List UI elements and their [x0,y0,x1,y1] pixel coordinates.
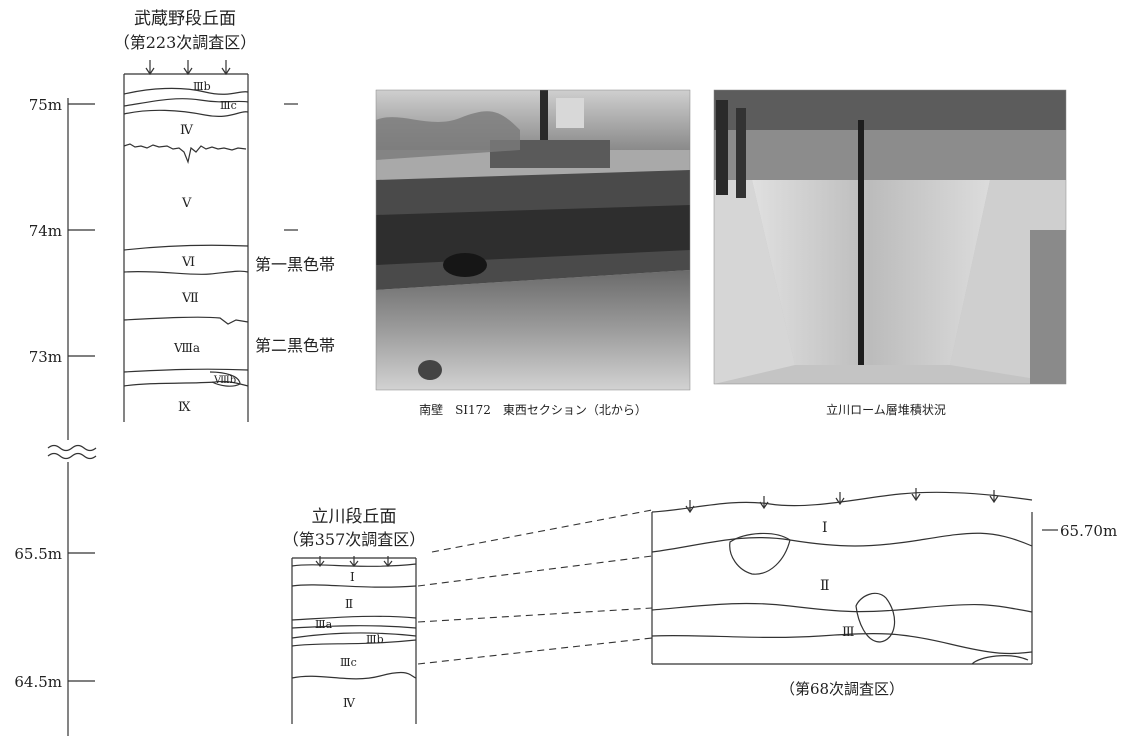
section-68-boundary-1 [651,532,1033,553]
section-68-boundary-3 [651,633,1033,655]
musashino-subtitle: （第223次調査区） [114,33,257,52]
t-boundary-IIIa-top [291,615,417,621]
layer-IX: Ⅸ [178,400,191,415]
arrow-s3 [835,492,845,506]
t-boundary-IIIb [291,632,417,639]
t-layer-IIIa: Ⅲa [315,618,333,631]
t-layer-IIIb: Ⅲb [366,633,384,646]
layer-IIIc: Ⅲc [220,99,237,112]
correlation-line-III [417,637,653,665]
layer-V: Ⅴ [181,196,192,211]
boundary-VII [123,316,249,325]
section-68-layer-III: Ⅲ [842,625,855,640]
black-band-1-label: 第一黒色帯 [255,255,335,274]
t-layer-IV: Ⅳ [343,696,356,710]
section-68-lens-2 [855,592,896,643]
photo-south-wall [375,89,691,391]
elevation-65-70-label: 65.70m [1060,522,1117,540]
section-68-layer-II: Ⅱ [820,578,830,594]
section-68-lens-1 [729,532,791,575]
tick-label-73m: 73m [29,348,62,366]
arrow-3 [221,60,231,76]
t-layer-II: Ⅱ [345,597,353,611]
correlation-line-title [431,509,653,553]
tick-label-75m: 75m [29,96,62,114]
musashino-column: 武蔵野段丘面 （第223次調査区） Ⅲb Ⅲc Ⅳ Ⅴ Ⅵ Ⅶ Ⅷa Ⅷb Ⅸ … [114,9,335,422]
t-layer-IIIc: Ⅲc [340,656,357,669]
section-68-surface [651,491,1033,513]
arrow-s1 [685,500,695,514]
boundary-IV [123,143,247,165]
section-68-caption: （第68次調査区） [780,680,904,698]
photo-2-caption: 立川ローム層堆積状況 [826,402,946,417]
arrow-2 [183,60,193,76]
tick-label-65-5m: 65.5m [14,545,62,563]
t-layer-I: Ⅰ [350,570,355,584]
tick-label-64-5m: 64.5m [14,673,62,691]
boundary-VIIIb [123,380,249,387]
boundary-VIIIa [123,368,249,373]
t-boundary-IIIc [291,639,417,647]
t-boundary-II [291,584,417,588]
boundary-IIIc [123,98,249,107]
layer-VI: Ⅵ [181,255,195,270]
arrow-1 [145,60,155,76]
section-68-lens-3 [971,655,1029,665]
layer-VIIIb: Ⅷb [213,375,236,386]
t-boundary-I [291,563,417,567]
musashino-title: 武蔵野段丘面 [134,9,236,29]
layer-VII: Ⅶ [181,291,199,306]
arrow-s2 [759,496,769,510]
layer-IIIb: Ⅲb [193,80,211,93]
section-68-boundary-2 [651,602,1033,613]
arrow-s4 [911,488,921,502]
t-boundary-IIIa-bottom [291,625,417,629]
tachikawa-subtitle: （第357次調査区） [283,530,426,549]
section-68-layer-I: Ⅰ [822,520,828,536]
layer-IV: Ⅳ [180,123,194,138]
photo-loam-deposit [713,89,1067,385]
boundary-VI-top [123,244,249,251]
axis-break-mark [47,444,97,460]
correlation-line-II [417,607,653,623]
boundary-IIIc-lower [123,109,249,117]
arrow-s5 [989,490,999,504]
tick-label-74m: 74m [29,222,62,240]
elevation-axis: 75m 74m 73m 65.5m 64.5m [14,96,97,736]
correlation-line-I [417,555,653,587]
tachikawa-column: 立川段丘面 （第357次調査区） Ⅰ Ⅱ Ⅲa Ⅲb Ⅲc Ⅳ [283,507,426,724]
layer-VIIIa: Ⅷa [173,341,200,355]
boundary-IIIb [123,87,249,95]
arrow-t1 [315,556,325,567]
boundary-VIIIb-lens [209,371,241,387]
tachikawa-title: 立川段丘面 [312,507,397,527]
section-68: Ⅰ Ⅱ Ⅲ 65.70m （第68次調査区） [651,488,1117,698]
photo-1-caption: 南壁 SI172 東西セクション（北から） [419,402,647,417]
black-band-2-label: 第二黒色帯 [255,336,335,355]
correlation-lines [417,509,653,665]
t-boundary-IV [291,671,417,680]
boundary-VI-bottom [123,270,249,275]
